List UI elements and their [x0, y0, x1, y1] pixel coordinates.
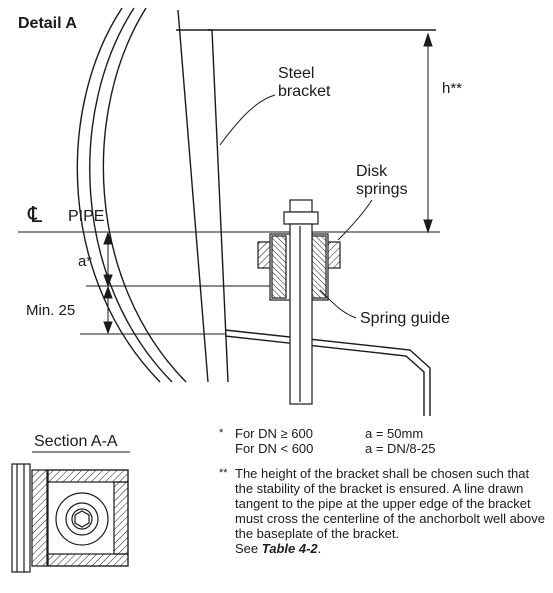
- note-2-end: .: [317, 541, 322, 556]
- spring-guide-label: Spring guide: [360, 310, 450, 327]
- detail-title: Detail A: [18, 15, 77, 32]
- pipe-label: PIPE: [68, 208, 104, 225]
- disk-springs-leader: [337, 199, 373, 241]
- note-1-line-2: For DN < 600 a = DN/8-25: [219, 441, 549, 456]
- note-2-text: The height of the bracket shall be chose…: [235, 466, 546, 541]
- note-2-marker: **: [219, 467, 228, 479]
- footnotes: * For DN ≥ 600 a = 50mm For DN < 600 a =…: [219, 426, 549, 556]
- centerline-symbol: ℄: [27, 202, 43, 227]
- height-label: h**: [442, 80, 462, 97]
- note-2-table-ref[interactable]: Table 4-2: [261, 541, 318, 556]
- baseplate: [224, 329, 431, 416]
- note-2: ** The height of the bracket shall be ch…: [219, 466, 549, 556]
- steel-bracket-label-line2: bracket: [278, 83, 331, 100]
- steel-bracket-leader: [219, 94, 276, 146]
- pipe-wall: [76, 7, 187, 383]
- spring-guide-leader: [319, 289, 357, 319]
- note-1-marker: *: [219, 427, 224, 439]
- disk-springs-label-line1: Disk: [356, 163, 388, 180]
- note-1-val-1: a = 50mm: [365, 426, 424, 441]
- section-title: Section A-A: [34, 433, 118, 450]
- a-min-dimensions: [80, 231, 270, 335]
- note-1-cond-1: For DN ≥ 600: [235, 426, 313, 441]
- section-view: [11, 463, 129, 573]
- note-1: * For DN ≥ 600 a = 50mm: [219, 426, 549, 441]
- steel-bracket: [176, 9, 436, 383]
- note-1-val-2: a = DN/8-25: [365, 441, 436, 456]
- height-dimension: [412, 32, 440, 234]
- note-2-see: See: [235, 541, 259, 556]
- note-1-cond-2: For DN < 600: [235, 441, 314, 456]
- steel-bracket-label-line1: Steel: [278, 65, 314, 82]
- a-dimension-label: a*: [78, 253, 92, 270]
- min-dimension-label: Min. 25: [26, 302, 75, 319]
- disk-springs-label-line2: springs: [356, 181, 408, 198]
- anchor-bolt-assembly: [257, 199, 341, 405]
